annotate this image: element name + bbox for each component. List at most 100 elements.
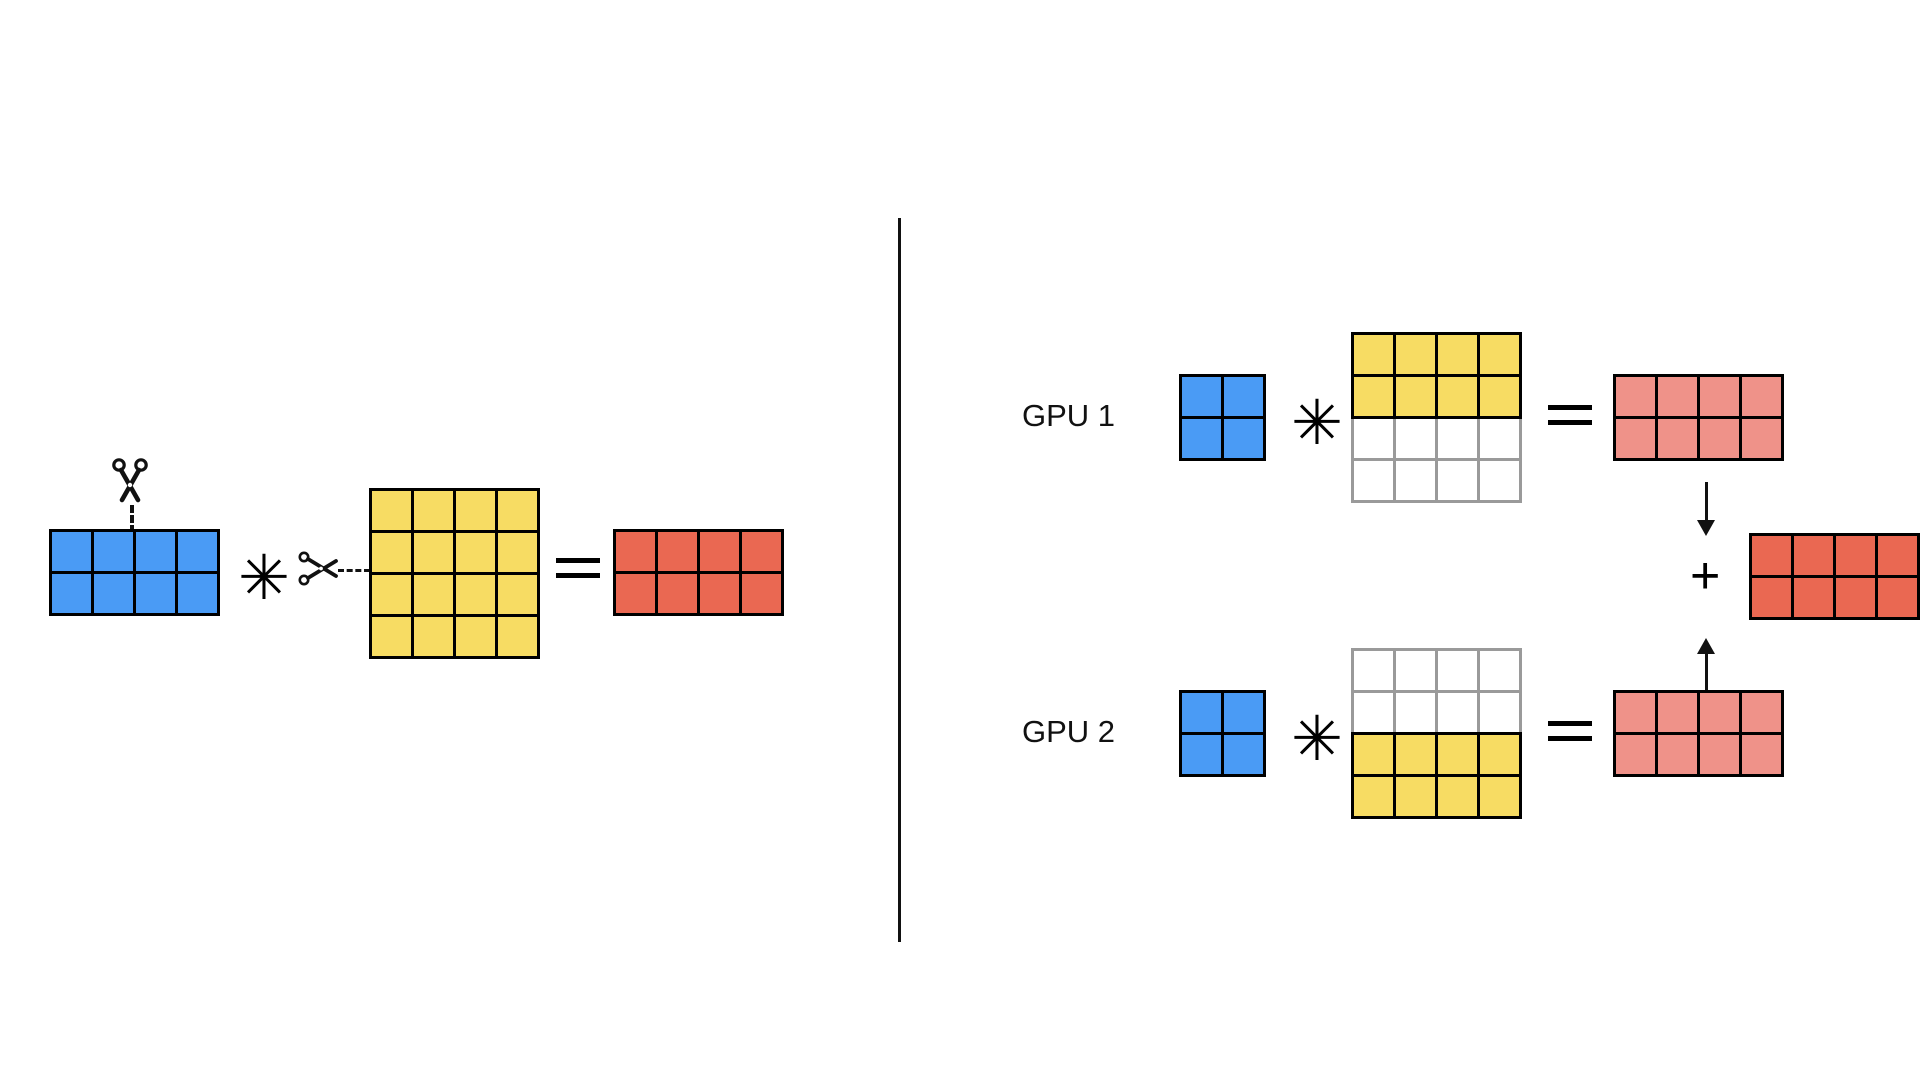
matrix-cell <box>174 528 220 574</box>
gpu-1-multiply-operator: ✳ <box>1291 389 1343 458</box>
matrix-cell <box>1696 373 1742 419</box>
matrix-cell <box>1874 574 1920 620</box>
matrix-cell <box>48 570 94 616</box>
matrix-cell <box>1350 415 1396 461</box>
matrix-cell <box>1476 731 1522 777</box>
left-operand-a-matrix <box>48 528 220 616</box>
matrix-cell <box>1832 574 1878 620</box>
reduced-result-matrix <box>1748 532 1920 620</box>
gpu-1-operand-b-matrix <box>1350 331 1522 503</box>
matrix-cell <box>90 528 136 574</box>
matrix-cell <box>1434 373 1480 419</box>
reduce-arrow-down-shaft <box>1705 482 1708 522</box>
matrix-cell <box>1476 331 1522 377</box>
matrix-cell <box>1790 574 1836 620</box>
reduce-arrow-up-head <box>1697 638 1715 654</box>
matrix-cell <box>1350 689 1396 735</box>
matrix-cell <box>1738 373 1784 419</box>
matrix-cell <box>1350 373 1396 419</box>
matrix-cell <box>368 529 414 575</box>
matrix-cell <box>90 570 136 616</box>
matrix-cell <box>1476 415 1522 461</box>
matrix-cell <box>410 571 456 617</box>
matrix-cell <box>1350 731 1396 777</box>
matrix-cell <box>1738 689 1784 735</box>
matrix-cell <box>1612 731 1658 777</box>
matrix-cell <box>654 528 700 574</box>
gpu-2-operand-a-matrix <box>1178 689 1266 777</box>
matrix-cell <box>368 571 414 617</box>
matrix-cell <box>696 528 742 574</box>
matrix-cell <box>1392 773 1438 819</box>
matrix-cell <box>1434 457 1480 503</box>
matrix-cell <box>410 529 456 575</box>
matrix-cell <box>1476 373 1522 419</box>
reduce-plus-operator: + <box>1690 547 1721 605</box>
matrix-cell <box>1654 373 1700 419</box>
matrix-cell <box>1612 689 1658 735</box>
gpu-1-label: GPU 1 <box>1022 398 1116 433</box>
reduce-arrow-up-shaft <box>1705 652 1708 692</box>
matrix-cell <box>1748 574 1794 620</box>
matrix-cell <box>1434 331 1480 377</box>
matrix-cell <box>1178 373 1224 419</box>
gpu-1-result-matrix <box>1612 373 1784 461</box>
matrix-cell <box>1220 415 1266 461</box>
matrix-cell <box>174 570 220 616</box>
matrix-cell <box>1434 415 1480 461</box>
gpu-2-result-matrix <box>1612 689 1784 777</box>
matrix-cell <box>1738 415 1784 461</box>
gpu-2-multiply-operator: ✳ <box>1291 705 1343 774</box>
matrix-cell <box>1178 689 1224 735</box>
matrix-cell <box>1178 415 1224 461</box>
reduce-arrow-down-head <box>1697 520 1715 536</box>
matrix-cell <box>494 613 540 659</box>
matrix-cell <box>1220 689 1266 735</box>
matrix-cell <box>410 487 456 533</box>
matrix-cell <box>1434 731 1480 777</box>
matrix-cell <box>1350 457 1396 503</box>
matrix-cell <box>1832 532 1878 578</box>
matrix-cell <box>654 570 700 616</box>
matrix-cell <box>1748 532 1794 578</box>
panel-divider <box>898 218 901 942</box>
matrix-cell <box>1392 415 1438 461</box>
matrix-cell <box>1220 373 1266 419</box>
matrix-cell <box>1220 731 1266 777</box>
matrix-cell <box>494 571 540 617</box>
matrix-cell <box>1654 731 1700 777</box>
matrix-cell <box>1654 415 1700 461</box>
matrix-cell <box>452 529 498 575</box>
left-multiply-operator: ✳ <box>238 544 290 613</box>
matrix-cell <box>1434 647 1480 693</box>
matrix-cell <box>1612 415 1658 461</box>
matrix-cell <box>368 487 414 533</box>
gpu-2-equals-operator <box>1548 721 1592 741</box>
matrix-cell <box>368 613 414 659</box>
matrix-cell <box>1696 415 1742 461</box>
left-operand-b-matrix <box>368 487 540 659</box>
matrix-cell <box>1392 689 1438 735</box>
matrix-cell <box>1392 731 1438 777</box>
matrix-cell <box>410 613 456 659</box>
matrix-cell <box>1790 532 1836 578</box>
matrix-cell <box>1178 731 1224 777</box>
matrix-cell <box>1696 731 1742 777</box>
matrix-cell <box>1392 457 1438 503</box>
gpu-1-equals-operator <box>1548 405 1592 425</box>
matrix-cell <box>1696 689 1742 735</box>
matrix-cell <box>452 613 498 659</box>
matrix-cell <box>48 528 94 574</box>
gpu-1-operand-a-matrix <box>1178 373 1266 461</box>
left-result-matrix <box>612 528 784 616</box>
matrix-cell <box>1392 331 1438 377</box>
matrix-cell <box>1476 647 1522 693</box>
matrix-cell <box>1392 647 1438 693</box>
matrix-cell <box>494 529 540 575</box>
scissors-icon-horizontal-cut <box>298 550 350 595</box>
matrix-cell <box>738 570 784 616</box>
matrix-cell <box>1476 457 1522 503</box>
matrix-cell <box>132 528 178 574</box>
matrix-cell <box>1738 731 1784 777</box>
